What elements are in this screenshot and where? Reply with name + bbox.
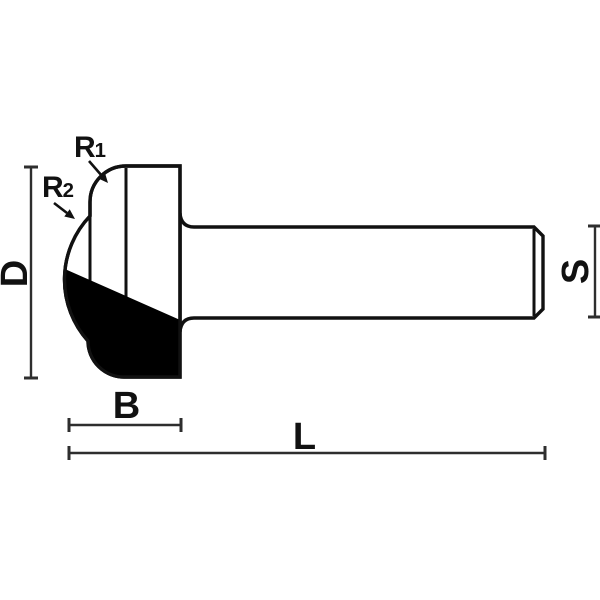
r2-sub-text: 2: [62, 180, 75, 202]
dim-line-b: [67, 418, 183, 432]
r2-arrow: [53, 201, 75, 219]
r1-arrow: [88, 160, 108, 183]
dimension-label-d: D: [0, 261, 36, 287]
radius-label-r1: R1: [74, 133, 106, 163]
radius-label-r2: R2: [42, 173, 74, 203]
dimension-label-b: B: [112, 385, 140, 427]
router-bit-head-outline: [62, 164, 182, 379]
dim-line-d: [24, 165, 38, 380]
router-bit-shank: [178, 212, 545, 333]
dim-line-s: [588, 224, 600, 319]
dim-line-l: [67, 446, 547, 460]
dimension-label-l: L: [292, 416, 316, 458]
r2-base-text: R: [41, 171, 64, 204]
r1-base-text: R: [73, 131, 96, 164]
r1-sub-text: 1: [94, 140, 107, 162]
dimension-label-s: S: [555, 259, 597, 285]
